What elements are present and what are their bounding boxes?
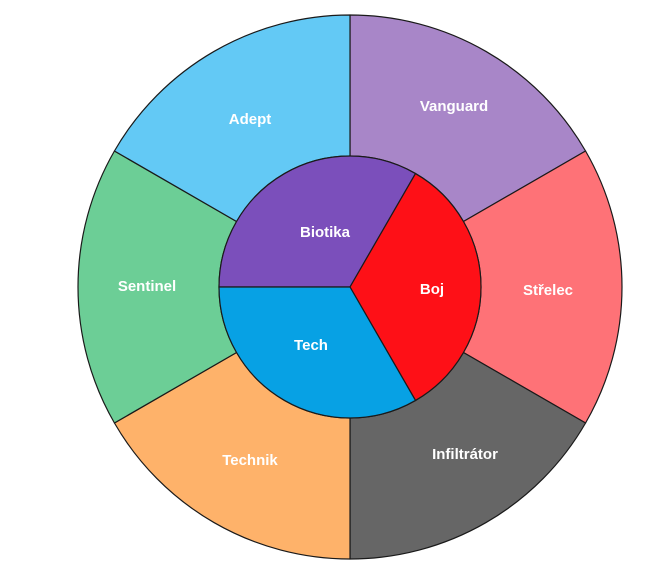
segment-labels: Vanguard Střelec Infiltrátor Technik Sen… [118,98,573,469]
label-vanguard: Vanguard [420,98,488,115]
label-adept: Adept [229,111,272,128]
inner-circle [218,155,482,419]
label-tech: Tech [294,337,328,354]
label-infiltrator: Infiltrátor [432,446,498,463]
inner-segment-tech [218,286,417,419]
inner-segment-boj [349,172,482,402]
label-strelec: Střelec [523,282,573,299]
label-technik: Technik [222,452,278,469]
label-biotika: Biotika [300,224,351,241]
label-boj: Boj [420,281,444,298]
inner-segment-biotika [218,155,417,288]
label-sentinel: Sentinel [118,278,176,295]
